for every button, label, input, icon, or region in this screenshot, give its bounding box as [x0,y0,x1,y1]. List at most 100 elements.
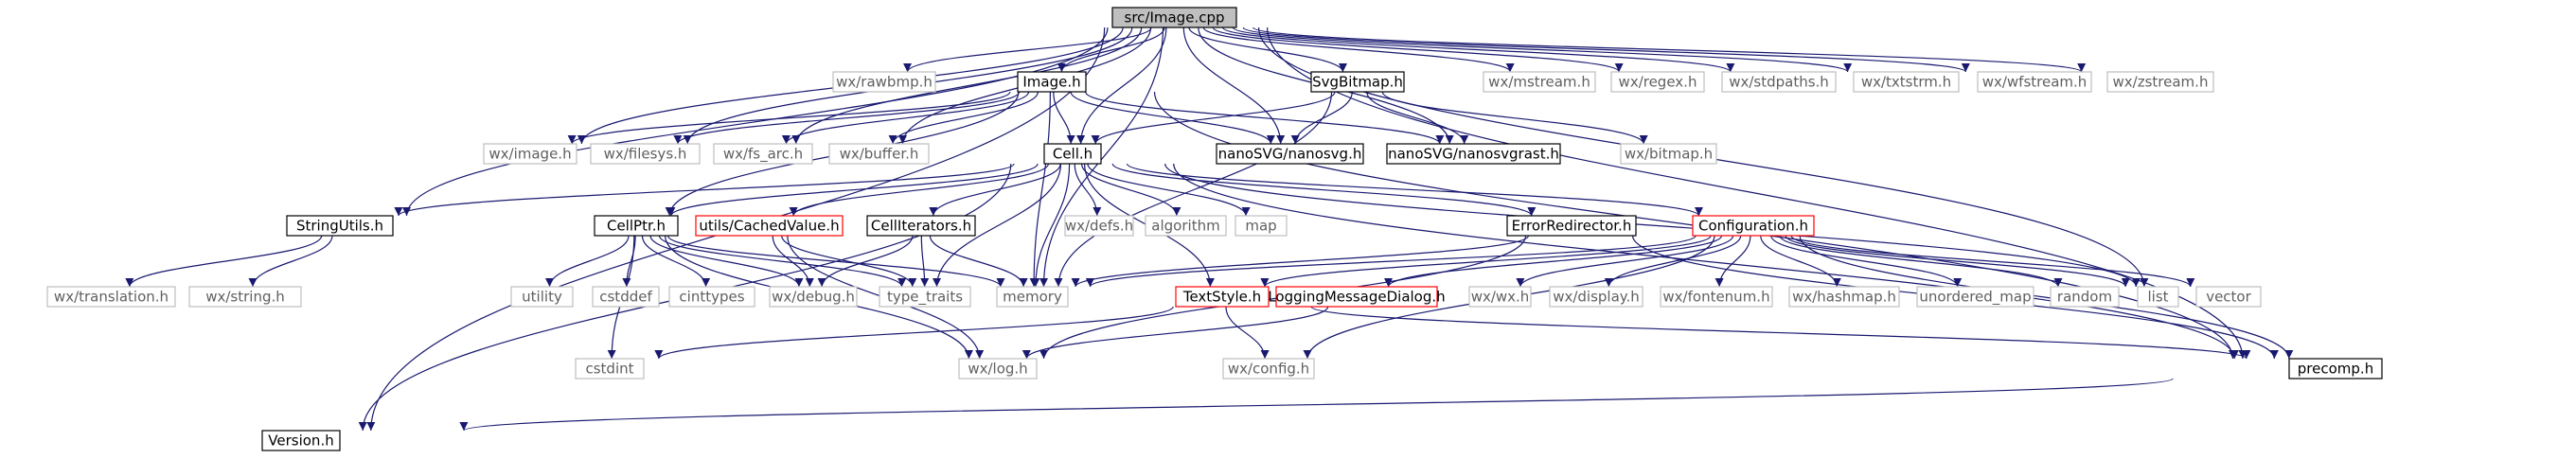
node-label-mstream: wx/mstream.h [1488,74,1590,91]
node-errorredirector[interactable]: ErrorRedirector.h [1506,215,1637,237]
node-box-wxwx [1468,286,1532,308]
node-configuration[interactable]: Configuration.h [1692,215,1815,237]
node-label-svgbitmap: SvgBitmap.h [1312,74,1403,91]
node-random: random [2050,286,2120,308]
edge-configuration-to-list [1785,235,2130,288]
node-cellptr[interactable]: CellPtr.h [594,215,679,237]
node-box-utility [510,286,574,308]
node-precomp[interactable]: precomp.h [2288,358,2383,380]
node-label-cstddef: cstddef [599,289,652,306]
edge-image_h-to-memory [1029,91,1051,288]
edge-textstyle-to-precomp [1310,306,2251,360]
node-cachedvalue[interactable]: utils/CachedValue.h [695,215,844,237]
node-version[interactable]: Version.h [261,430,341,451]
edge-cellptr-to-type_traits [658,235,907,288]
node-box-type_traits [879,286,971,308]
node-box-celliterators [866,215,976,237]
node-label-stdpaths: wx/stdpaths.h [1729,74,1829,91]
node-type_traits: type_traits [879,286,971,308]
node-mstream: wx/mstream.h [1483,71,1596,93]
edge-configuration-to-loggingdialog [1384,235,1723,288]
edge-cellptr-to-debug [649,235,804,288]
edge-cellptr-to-utility [545,235,630,288]
edge-cachedvalue-to-type_traits [781,235,917,288]
node-stringutils[interactable]: StringUtils.h [286,215,394,237]
node-box-fs_arc [713,143,813,165]
edge-cellptr-to-cinttypes [641,235,711,288]
node-celliterators[interactable]: CellIterators.h [866,215,976,237]
edge-configuration-to-vector [1790,235,2195,288]
edge-configuration-to-display [1604,235,1742,288]
edge-configuration-to-wxwx [1516,235,1734,288]
node-box-defs [1064,215,1134,237]
node-textstyle[interactable]: TextStyle.h [1175,286,1270,308]
edge-image_h-to-filesys [673,91,1021,145]
node-box-cinttypes [668,286,755,308]
node-box-map [1235,215,1288,237]
edge-stringutils-to-translation [125,235,323,288]
node-nanosvg[interactable]: nanoSVG/nanosvg.h [1216,143,1364,165]
edge-image_h-to-nanosvgrast [1085,91,1445,145]
node-label-map: map [1245,218,1276,235]
node-stdpaths: wx/stdpaths.h [1721,71,1837,93]
node-box-image_cpp [1111,7,1237,28]
node-label-cstdint: cstdint [585,361,633,378]
edge-cell_h-to-stringutils [394,163,1015,217]
node-image_cpp[interactable]: src/Image.cpp [1111,7,1237,28]
node-box-cellptr [594,215,679,237]
node-box-bitmap [1620,143,1717,165]
node-nanosvgrast[interactable]: nanoSVG/nanosvgrast.h [1386,143,1561,165]
edge-cell_h-to-errorredirector [1111,163,1537,217]
node-box-precomp [2288,358,2383,380]
node-wximage: wx/image.h [483,143,577,165]
node-image_h[interactable]: Image.h [1017,71,1087,93]
node-loggingdialog[interactable]: LoggingMessageDialog.h [1268,286,1446,308]
node-box-mstream [1483,71,1596,93]
edge-image_cpp-to-wfstream [1242,26,1970,73]
node-vector: vector [2195,286,2262,308]
node-label-buffer: wx/buffer.h [840,146,919,163]
edge-svgbitmap-to-memory [1054,91,1333,288]
node-label-wximage: wx/image.h [489,146,571,163]
edge-svgbitmap-to-nanosvg [1290,91,1353,145]
node-label-algorithm: algorithm [1151,218,1219,235]
node-label-random: random [2057,289,2112,306]
node-hashmap: wx/hashmap.h [1788,286,1900,308]
node-label-celliterators: CellIterators.h [871,218,971,235]
edge-cellptr-to-cstddef [622,235,636,288]
edge-errorredirector-to-memory [1071,235,1529,288]
node-box-nanosvgrast [1386,143,1561,165]
node-cell_h[interactable]: Cell.h [1043,143,1102,165]
node-box-textstyle [1175,286,1270,308]
node-cstdint: cstdint [575,358,645,380]
node-label-cachedvalue: utils/CachedValue.h [699,218,839,235]
node-box-wxstring [188,286,302,308]
node-label-memory: memory [1003,289,1062,306]
node-label-textstyle: TextStyle.h [1182,289,1261,306]
node-label-filesys: wx/filesys.h [604,146,687,163]
node-unordered_map: unordered_map [1916,286,2034,308]
node-label-cell_h: Cell.h [1053,146,1093,163]
edge-celliterators-to-type_traits [920,235,930,288]
node-algorithm: algorithm [1145,215,1227,237]
edge-configuration-to-precomp [1799,235,2294,360]
node-map: map [1235,215,1288,237]
node-label-bitmap: wx/bitmap.h [1625,146,1713,163]
node-svgbitmap[interactable]: SvgBitmap.h [1310,71,1405,93]
edge-cachedvalue-to-debug [772,235,814,288]
node-box-nanosvg [1216,143,1364,165]
node-label-wxconfig: wx/config.h [1228,361,1309,378]
node-box-errorredirector [1506,215,1637,237]
node-fs_arc: wx/fs_arc.h [713,143,813,165]
node-box-cstdint [575,358,645,380]
node-box-vector [2195,286,2262,308]
edge-textstyle-to-wxconfig [1225,306,1270,360]
edge-textstyle-to-cstdint [654,306,1174,360]
node-label-utility: utility [522,289,562,306]
edge-configuration-to-unordered_map [1770,235,1963,288]
node-list: list [2137,286,2179,308]
edge-celliterators-to-memory [929,235,1028,288]
edge-image_h-to-wximage [567,91,1011,145]
edge-configuration-to-random [1779,235,2063,288]
